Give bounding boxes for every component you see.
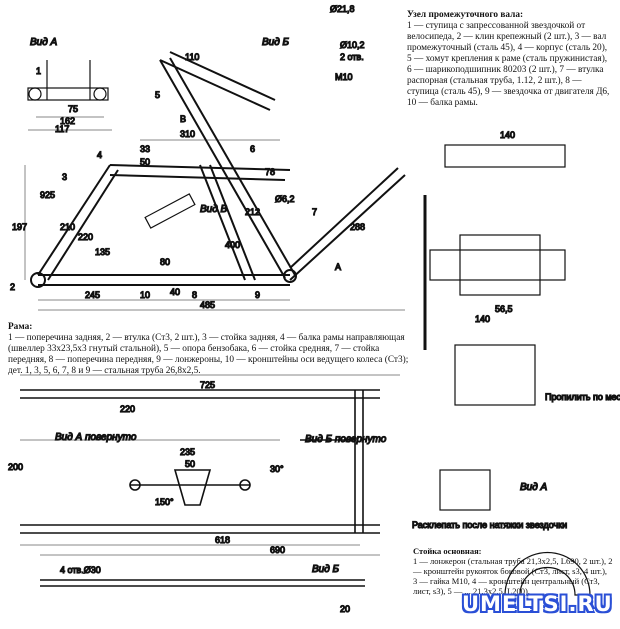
channel-detail: [144, 193, 196, 229]
callout: 4: [97, 150, 102, 160]
view-b-rotated-label: Вид Б повернуто: [305, 434, 387, 445]
stand-caption-title: Стойка основная:: [413, 546, 482, 556]
shaft-caption: Узел промежуточного вала: 1 — ступица с …: [407, 10, 612, 109]
dim: 200: [8, 462, 23, 472]
dim: 40: [170, 287, 180, 297]
frame-caption-text: 1 — поперечина задняя, 2 — втулка (Ст3, …: [8, 333, 409, 376]
dim: 50: [185, 459, 195, 469]
dim: 220: [78, 232, 93, 242]
note: Пропилить по месту установки на раму: [545, 392, 620, 402]
dim: 56,5: [495, 304, 513, 314]
callout: А: [335, 262, 341, 272]
dim: 140: [500, 130, 515, 140]
view-a-right-label: Вид А: [520, 482, 548, 493]
dim: 2 отв.: [340, 52, 364, 62]
dim: 20: [340, 604, 350, 614]
dim: 4 отв.Ø30: [60, 565, 101, 575]
watermark-logo: UMELTSI.RU: [462, 592, 613, 616]
dim: 220: [120, 404, 135, 414]
dim: М10: [335, 72, 353, 82]
callout: В: [180, 114, 186, 124]
dim: 310: [180, 129, 195, 139]
dim: 78: [265, 167, 275, 177]
callout: 3: [62, 172, 67, 182]
dim: 235: [180, 447, 195, 457]
dim: 135: [95, 247, 110, 257]
callout: 10: [140, 290, 150, 300]
frame-caption: Рама: 1 — поперечина задняя, 2 — втулка …: [8, 322, 413, 377]
callout: 6: [250, 144, 255, 154]
dim: 75: [68, 104, 78, 114]
frame-side-view: [30, 51, 406, 288]
dim: 690: [270, 545, 285, 555]
view-b-label: Вид Б: [262, 37, 290, 48]
callout: 9: [255, 290, 260, 300]
note: Расклепать после натяжки звездочки: [412, 520, 567, 530]
view-a-rotated-label: Вид А повернуто: [55, 432, 137, 443]
stand-caption-text: 1 — лонжерон (стальная труба 21,3х2,5, L…: [413, 556, 613, 596]
view-a-label: Вид А: [30, 37, 58, 48]
shaft-caption-title: Узел промежуточного вала:: [407, 10, 524, 20]
frame-caption-title: Рама:: [8, 322, 33, 332]
dim: 33: [140, 144, 150, 154]
view-b-bottom-label: Вид Б: [312, 564, 340, 575]
dim: 162: [60, 116, 75, 126]
dim: 117: [55, 124, 69, 134]
dim: 30°: [270, 464, 284, 474]
dim: Ø10,2: [340, 40, 365, 50]
dim: 245: [85, 290, 100, 300]
dim: 212: [245, 207, 260, 217]
dim: 197: [12, 222, 27, 232]
dim: 288: [350, 222, 365, 232]
view-a-hub: [27, 60, 112, 131]
dimension-lines: [20, 139, 405, 556]
dim: 140: [475, 314, 490, 324]
stand-caption: Стойка основная: 1 — лонжерон (стальная …: [413, 546, 613, 596]
view-v-label: Вид В: [200, 204, 228, 215]
dim: 80: [160, 257, 170, 267]
dim: 618: [215, 535, 230, 545]
callout: 2: [10, 282, 15, 292]
callout: 5: [155, 90, 160, 100]
dim: 210: [60, 222, 75, 232]
callout: 7: [312, 207, 317, 217]
dim: 110: [185, 52, 199, 62]
dim: 150°: [155, 497, 174, 507]
frame-top-view: [20, 389, 380, 587]
shaft-caption-text: 1 — ступица с запрессованной звездочкой …: [407, 21, 610, 108]
dim: Ø21,8: [330, 4, 355, 14]
dim: 725: [200, 380, 215, 390]
dim: 485: [200, 300, 215, 310]
dim: 50: [140, 157, 150, 167]
dim: 400: [225, 240, 240, 250]
callout: 1: [36, 66, 41, 76]
dim: Ø6,2: [275, 194, 295, 204]
dim: 925: [40, 190, 55, 200]
intermediate-shaft-assembly: [423, 144, 591, 596]
callout: 8: [192, 290, 197, 300]
